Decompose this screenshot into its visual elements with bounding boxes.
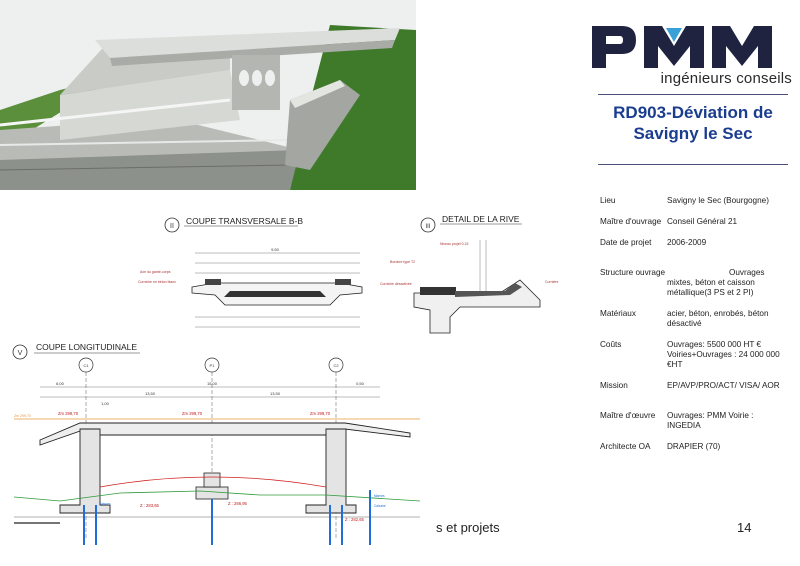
footer-text: s et projets	[436, 520, 500, 535]
info-value-materiaux: acier, béton, enrobés, béton désactivé	[667, 309, 769, 328]
section-bb-title: COUPE TRANSVERSALE B-B	[186, 216, 303, 226]
svg-text:Zm 299,70: Zm 299,70	[14, 414, 31, 418]
section-bb-dim-1: 9,50	[271, 247, 280, 252]
level-label-4: Z : 283,65	[140, 503, 160, 508]
info-label-mission: Mission	[600, 381, 628, 390]
svg-text:Corniche en béton blanc: Corniche en béton blanc	[138, 280, 176, 284]
level-label-1: Zm 299,70	[58, 411, 79, 416]
svg-text:Corniche désactivée: Corniche désactivée	[380, 282, 412, 286]
project-title: RD903-Déviation de Savigny le Sec	[613, 103, 773, 143]
svg-text:Axe du garde-corps: Axe du garde-corps	[140, 270, 171, 274]
info-label-couts: Coûts	[600, 340, 622, 349]
svg-text:Calcaire: Calcaire	[374, 504, 386, 508]
pier-label-p1: P1	[210, 363, 216, 368]
level-label-5: Z : 286,95	[228, 501, 248, 506]
info-label-date: Date de projet	[600, 238, 652, 247]
info-value-lieu: Savigny le Sec (Bourgogne)	[667, 196, 769, 205]
dim-side-2: 0,50	[356, 381, 365, 386]
detail-title: DETAIL DE LA RIVE	[442, 214, 520, 224]
detail-drawing: III DETAIL DE LA RIVE Niveau projet 0,15…	[380, 214, 558, 334]
dim-span-2: 13,50	[270, 391, 281, 396]
dim-small: 1,00	[101, 401, 110, 406]
info-value-structure: Ouvrages mixtes, béton et caisson métall…	[667, 268, 765, 297]
svg-text:Niveau projet 0,15: Niveau projet 0,15	[440, 242, 468, 246]
longitudinal-title: COUPE LONGITUDINALE	[36, 342, 137, 352]
pmm-logo	[588, 22, 788, 92]
pier-label-c2: C2	[333, 363, 339, 368]
logo-subtitle: ingénieurs conseils	[660, 70, 792, 87]
level-label-2: Zm 299,70	[182, 411, 203, 416]
info-label-architecte: Architecte OA	[600, 442, 651, 451]
info-value-mission: EP/AVP/PRO/ACT/ VISA/ AOR	[667, 381, 780, 390]
svg-text:Marnes: Marnes	[374, 494, 385, 498]
dim-span-total: 15,00	[207, 381, 218, 386]
info-label-structure: Structure ouvrage	[600, 268, 666, 277]
pier-label-c1: C1	[83, 363, 89, 368]
info-value-architecte: DRAPIER (70)	[667, 442, 721, 451]
info-label-maitre-oeuvre: Maître d'œuvre	[600, 411, 656, 420]
title-rule-top	[598, 94, 788, 95]
page-number: 14	[737, 520, 752, 535]
section-bb-number: II	[170, 223, 174, 230]
level-label-6: Z : 282,65	[345, 517, 365, 522]
engineering-drawings: II COUPE TRANSVERSALE B-B 9,50 Axe du ga…	[12, 214, 558, 545]
svg-text:Cornière: Cornière	[545, 280, 558, 284]
level-label-3: Zm 299,70	[310, 411, 331, 416]
info-value-maitre-ouvrage: Conseil Général 21	[667, 217, 738, 226]
svg-text:Bordure type T2: Bordure type T2	[390, 260, 415, 264]
svg-text:Marnes: Marnes	[100, 502, 111, 506]
info-value-maitre-oeuvre: Ouvrages: PMM Voirie : INGEDIA	[667, 411, 754, 430]
info-label-materiaux: Matériaux	[600, 309, 636, 318]
title-rule-bottom	[598, 164, 788, 165]
longitudinal-drawing: V COUPE LONGITUDINALE C1 P1 C2 13,50 15,…	[12, 342, 421, 545]
section-bb-drawing: II COUPE TRANSVERSALE B-B 9,50 Axe du ga…	[138, 216, 363, 328]
info-label-lieu: Lieu	[600, 196, 616, 205]
bridge-render-image	[0, 0, 416, 190]
dim-span-1: 13,50	[145, 391, 156, 396]
info-value-couts: Ouvrages: 5500 000 HT € Voiries+Ouvrages…	[667, 340, 780, 369]
dim-side-1: 6,00	[56, 381, 65, 386]
info-label-maitre-ouvrage: Maître d'ouvrage	[600, 217, 662, 226]
longitudinal-number: V	[18, 350, 23, 357]
info-value-date: 2006-2009	[667, 238, 707, 247]
detail-number: III	[425, 224, 430, 230]
